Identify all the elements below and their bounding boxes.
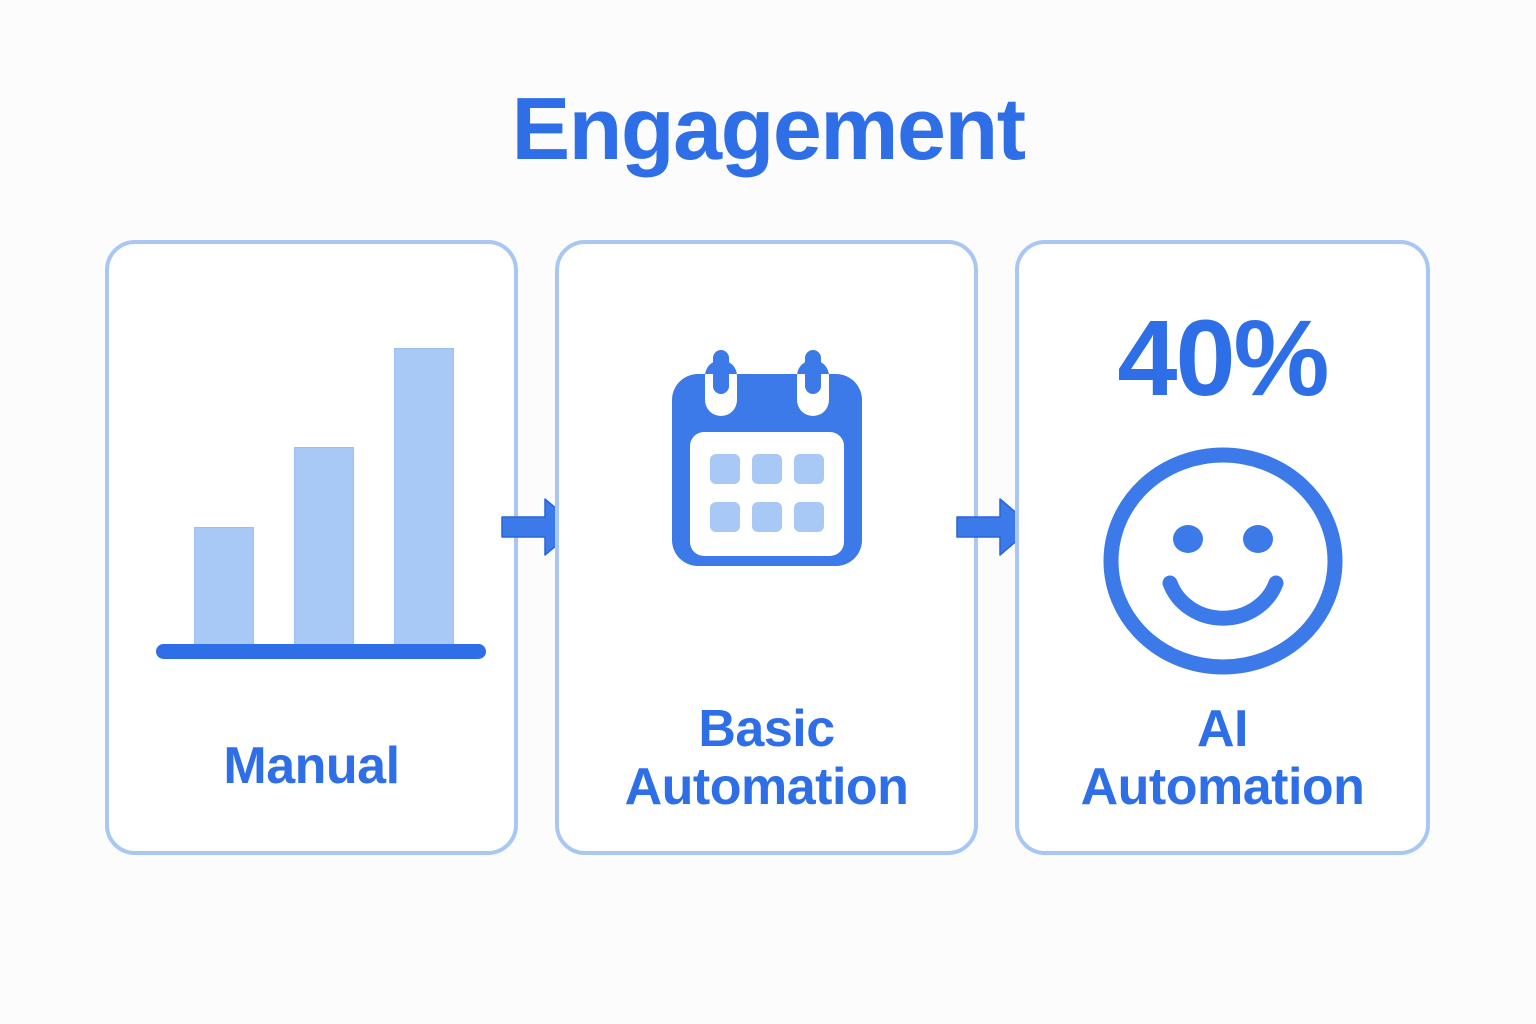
bar-3 (394, 348, 454, 645)
stage-card-basic-automation[interactable]: Basic Automation (555, 240, 978, 855)
card-label-ai-automation: AI Automation (1005, 700, 1440, 818)
card-label-line-2: Automation (624, 758, 909, 817)
bar-chart-icon (156, 344, 486, 659)
bar-chart-baseline (156, 644, 486, 659)
card-label-basic-automation: Basic Automation (545, 700, 988, 818)
card-label-line-1: Basic (698, 699, 835, 758)
card-label-line-1: Manual (223, 737, 400, 796)
bar-2 (294, 447, 354, 645)
card-label-line-2: Automation (1080, 758, 1365, 817)
calendar-icon (642, 340, 892, 590)
smiley-face-icon (1098, 444, 1348, 679)
page-title: Engagement (511, 79, 1026, 178)
card-label-manual: Manual (95, 737, 528, 796)
stat-value-40-percent: 40% (1117, 297, 1329, 418)
bar-chart-bars (194, 345, 454, 645)
stage-card-ai-automation[interactable]: 40% AI Automation (1015, 240, 1430, 855)
stage-card-manual[interactable]: Manual (105, 240, 518, 855)
card-label-line-1: AI (1197, 699, 1249, 758)
bar-1 (194, 527, 254, 645)
